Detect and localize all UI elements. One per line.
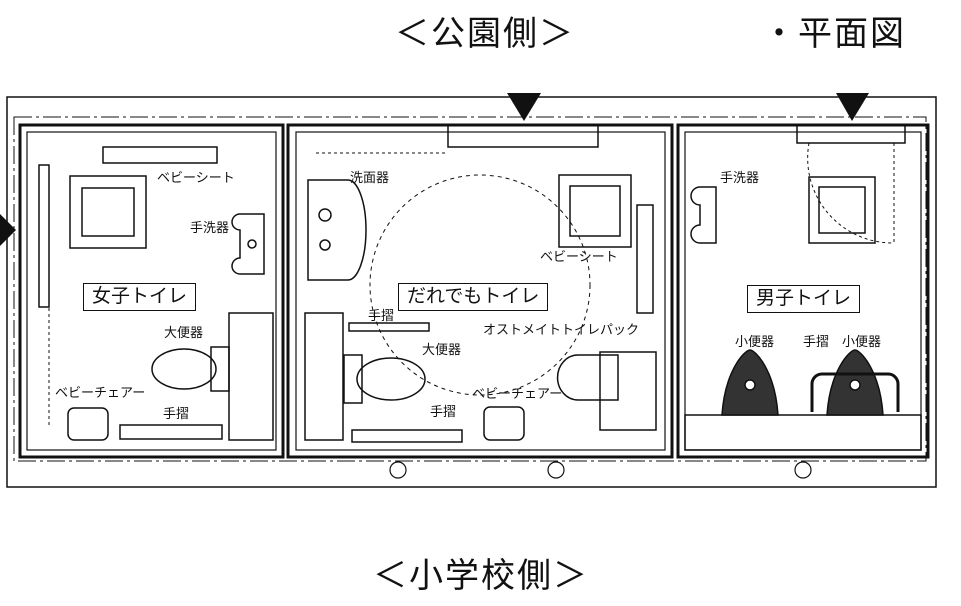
womens-room-wall xyxy=(18,123,285,459)
baby-seat-icon xyxy=(69,175,147,249)
entrance-triangle-icon xyxy=(507,93,541,121)
baby-seat-icon xyxy=(808,176,876,244)
womens-handrail-label: 手摺 xyxy=(163,407,190,422)
handrail-icon xyxy=(351,429,463,443)
toilet-bowl-icon xyxy=(151,348,217,390)
mens-urinal-1-label: 小便器 xyxy=(735,335,775,350)
door-icon xyxy=(38,164,50,308)
partition xyxy=(228,312,274,441)
infinity-marker-icon xyxy=(389,461,407,479)
partition xyxy=(304,312,344,441)
universal-ostomate-label: オストメイトトイレパック xyxy=(483,323,640,338)
entrance-triangle-icon xyxy=(836,93,869,121)
hand-wash-sink-icon xyxy=(690,186,717,244)
handrail-icon xyxy=(119,424,223,440)
womens-baby-seat-label: ベビーシート xyxy=(157,171,235,186)
universal-handrail-bottom-label: 手摺 xyxy=(430,405,457,420)
mens-handrail-label: 手摺 xyxy=(803,335,830,350)
mens-hand-wash-label: 手洗器 xyxy=(720,171,760,186)
universal-baby-chair-label: ベビーチェアー xyxy=(472,387,563,402)
urinal-platform xyxy=(684,414,922,451)
womens-hand-wash-label: 手洗器 xyxy=(190,221,230,236)
womens-baby-chair-label: ベビーチェアー xyxy=(55,386,146,401)
entrance-triangle-icon xyxy=(0,214,16,246)
sliding-door-icon xyxy=(447,124,599,148)
universal-room-label: だれでもトイレ xyxy=(398,283,549,311)
universal-toilet-label: 大便器 xyxy=(422,343,462,358)
plan-title: ・平面図 xyxy=(762,14,906,54)
toilet-bowl-icon xyxy=(356,357,426,401)
wall-centerline xyxy=(13,116,927,462)
turning-circle xyxy=(369,174,591,396)
baby-seat-icon xyxy=(102,146,218,164)
mens-room-label: 男子トイレ xyxy=(747,285,861,313)
universal-handrail-top-label: 手摺 xyxy=(368,309,395,324)
hand-wash-sink-icon xyxy=(231,213,265,275)
handrail-icon xyxy=(810,372,900,412)
infinity-marker-icon xyxy=(794,461,812,479)
handrail-icon xyxy=(348,322,430,332)
universal-baby-seat-label: ベビーシート xyxy=(540,250,618,265)
womens-toilet-label: 大便器 xyxy=(164,326,204,341)
universal-wash-basin-label: 洗面器 xyxy=(350,171,390,186)
baby-seat-icon xyxy=(558,174,632,248)
baby-chair-icon xyxy=(67,407,109,441)
infinity-marker-icon xyxy=(547,461,565,479)
wash-basin-icon xyxy=(307,179,367,281)
building-outline xyxy=(6,96,937,488)
ostomate-pack-icon xyxy=(556,354,619,401)
park-side-heading: ＜公園側＞ xyxy=(395,14,575,54)
wall-fixture xyxy=(636,204,654,314)
womens-room-label: 女子トイレ xyxy=(83,283,197,311)
sliding-door-icon xyxy=(796,124,906,144)
mens-urinal-2-label: 小便器 xyxy=(842,335,882,350)
baby-chair-icon xyxy=(483,406,525,441)
school-side-heading: ＜小学校側＞ xyxy=(373,556,589,596)
